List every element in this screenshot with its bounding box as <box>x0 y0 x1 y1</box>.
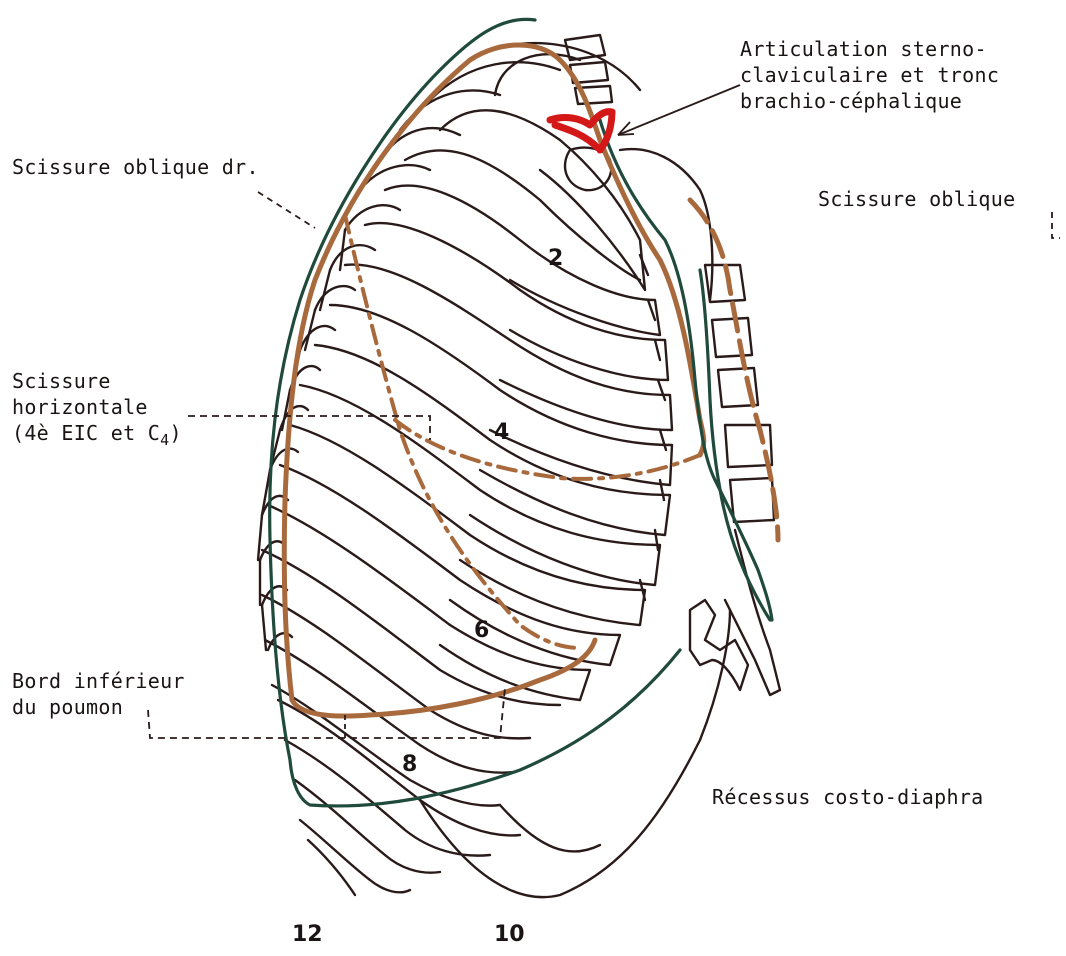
label-horizontal-line1: Scissure <box>12 368 182 394</box>
lung-border <box>284 45 778 716</box>
rib-number-12: 12 <box>292 922 323 947</box>
label-sternoclavicular: Articulation sterno- claviculaire et tro… <box>740 36 999 114</box>
cervical-vertebrae <box>565 35 612 104</box>
rib-number-2: 2 <box>548 246 563 271</box>
trunk-vessel-2 <box>555 125 598 148</box>
rib-16 <box>278 700 520 835</box>
label-lower-border-line1: Bord inférieur <box>12 668 185 694</box>
label-lower-border-line2: du poumon <box>12 694 185 720</box>
label-horizontal-subscript: 4 <box>160 431 169 449</box>
label-oblique-fissure-right: Scissure oblique dr. <box>12 154 259 180</box>
rib-1b <box>495 54 580 95</box>
leader-oblique-left <box>1052 212 1060 238</box>
rib-4 <box>360 165 668 380</box>
rib-18 <box>295 780 440 873</box>
label-horizontal-prefix: (4è EIC et C <box>12 421 160 445</box>
lung-outline-right <box>284 45 595 716</box>
label-lower-lung-border: Bord inférieur du poumon <box>12 668 185 720</box>
rib-cage <box>258 35 780 897</box>
leader-oblique-right <box>258 192 315 228</box>
leader-sternoclav <box>618 85 740 135</box>
rib-12 <box>262 496 560 705</box>
label-horizontal-line2: horizontale <box>12 394 182 420</box>
label-horizontal-suffix: ) <box>169 421 181 445</box>
rib-number-4: 4 <box>494 420 509 445</box>
rib-number-6: 6 <box>474 618 489 643</box>
label-sternoclavicular-line3: brachio-céphalique <box>740 88 999 114</box>
label-sternoclavicular-line1: Articulation sterno- <box>740 36 999 62</box>
lower-thorax-contour-2 <box>500 805 600 852</box>
rib-8 <box>300 326 660 585</box>
label-oblique-fissure: Scissure oblique <box>818 186 1015 212</box>
rib-17 <box>285 740 490 856</box>
label-horizontal-fissure: Scissure horizontale (4è EIC et C4) <box>12 368 182 448</box>
rib-number-8: 8 <box>402 752 417 777</box>
rib-number-10: 10 <box>494 922 525 947</box>
xiphoid <box>690 600 748 690</box>
label-costodiaphragmatic-recess: Récessus costo-diaphra <box>712 784 984 810</box>
label-sternoclavicular-line2: claviculaire et tronc <box>740 62 999 88</box>
label-horizontal-line3: (4è EIC et C4) <box>12 420 182 448</box>
